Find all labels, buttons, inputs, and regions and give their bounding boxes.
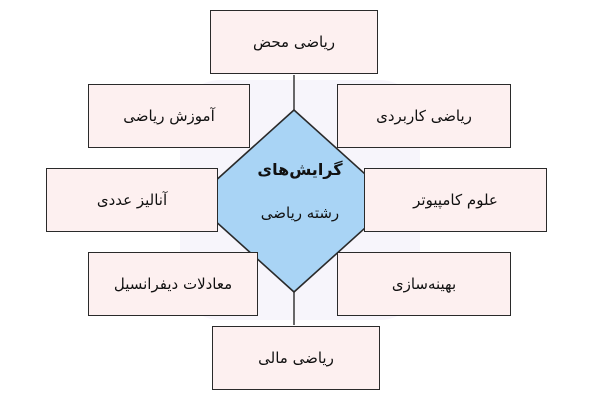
center-title: گرایش‌های (257, 160, 343, 179)
branch-numerical-analysis: آنالیز عددی (46, 168, 218, 232)
branch-optimization: بهینه‌سازی (337, 252, 511, 316)
branch-computer-science: علوم کامپیوتر (364, 168, 547, 232)
branch-pure-math: ریاضی محض (210, 10, 378, 74)
branch-math-education: آموزش ریاضی (88, 84, 250, 148)
branch-applied-math: ریاضی کاربردی (337, 84, 511, 148)
branch-differential-equations: معادلات دیفرانسیل (88, 252, 258, 316)
branch-financial-math: ریاضی مالی (212, 326, 380, 390)
center-subtitle: رشته ریاضی (260, 204, 340, 222)
